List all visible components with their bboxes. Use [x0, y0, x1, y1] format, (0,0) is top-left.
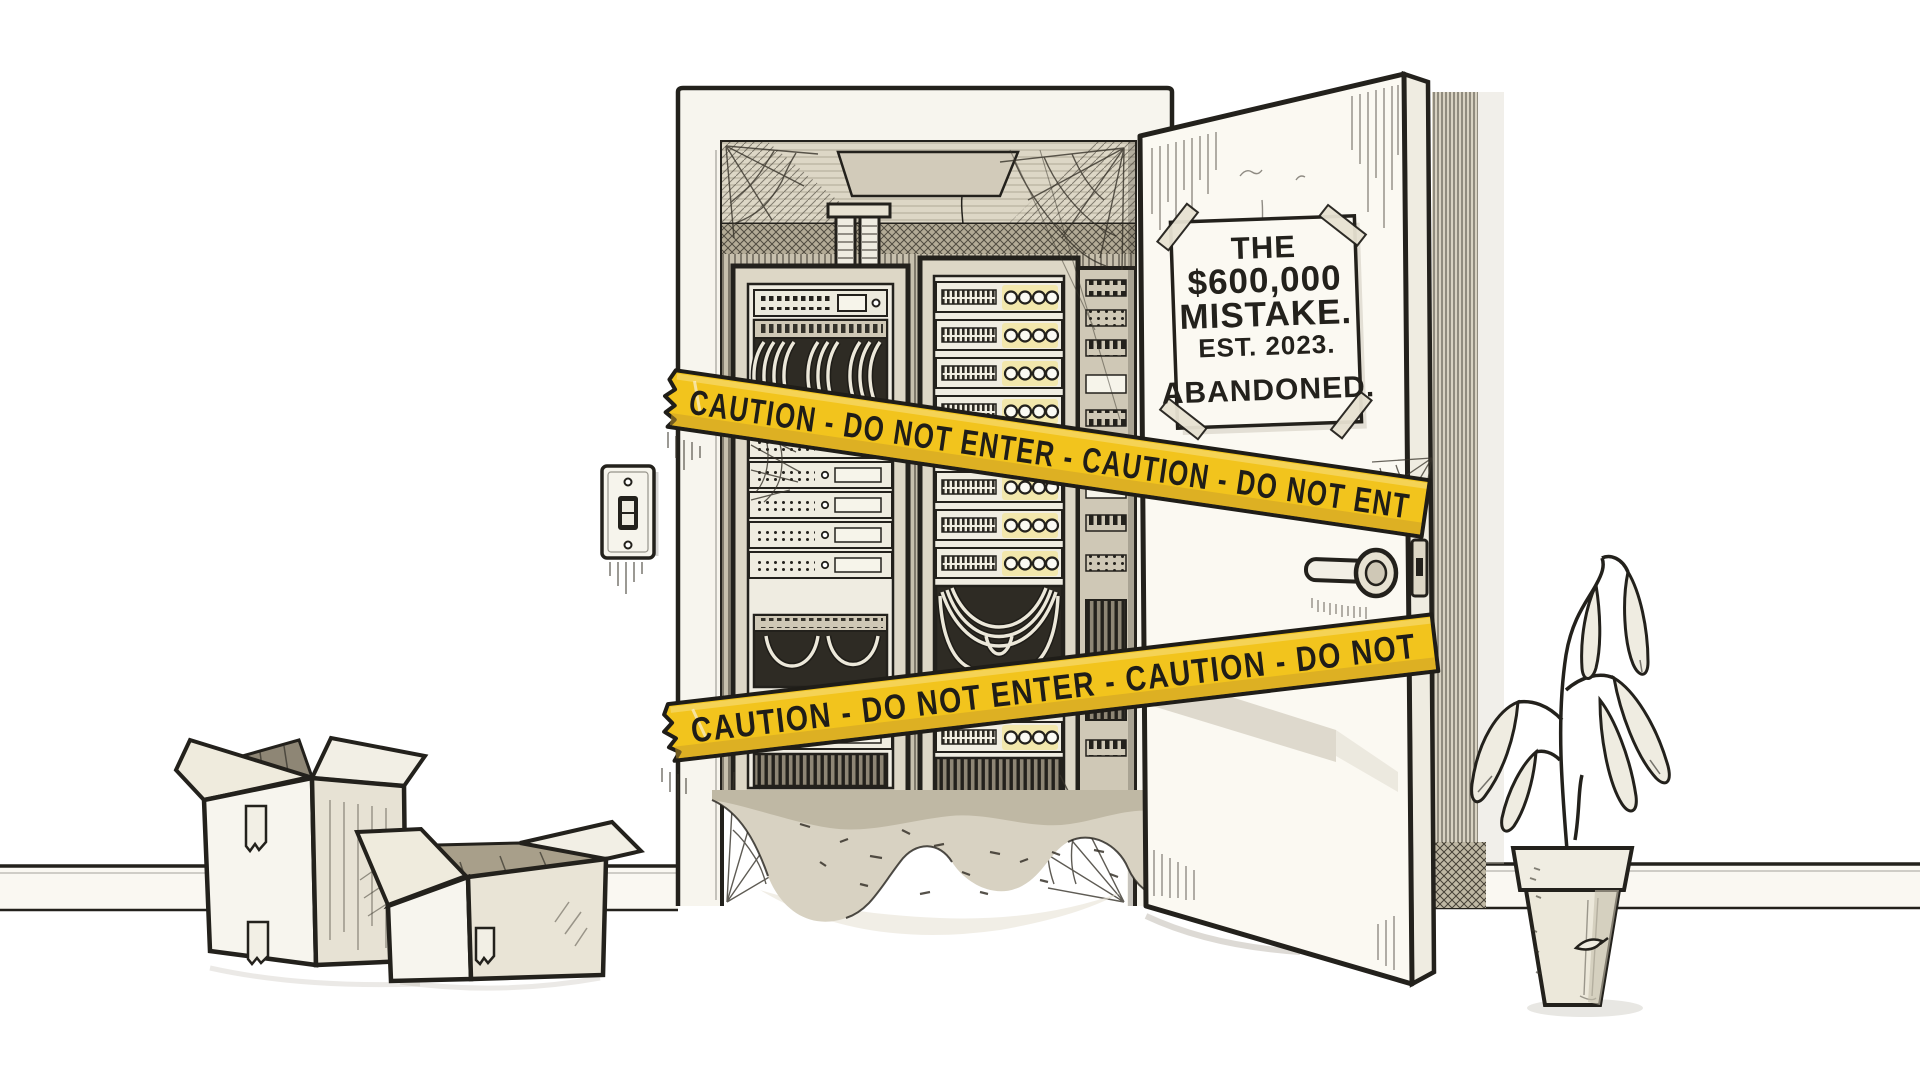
sign-corner-tape: [1155, 202, 1373, 441]
tape-ribbon: [663, 368, 1432, 539]
server-rack-edge: [1076, 266, 1135, 810]
baseboard-right: [1432, 862, 1920, 910]
conduit-pipes: [826, 202, 892, 275]
box-tape: [474, 926, 496, 966]
potted-plant: [1470, 554, 1671, 1017]
sign-line-5: ABANDONED.: [1161, 370, 1375, 410]
plant-leaves: [1470, 567, 1671, 833]
door-floor-shadow: [1144, 913, 1301, 955]
door-shadow: [1128, 142, 1135, 906]
sign-line-4: EST. 2023.: [1198, 329, 1336, 364]
sign-line-1: THE: [1230, 229, 1296, 266]
dust-pile: [711, 790, 1165, 935]
cobweb-top-right: [999, 147, 1125, 421]
door-sign: THE $600,000 MISTAKE. EST. 2023. ABANDON…: [1155, 202, 1376, 441]
fallen-leaf: [1573, 937, 1609, 951]
light-switch: [600, 464, 659, 594]
sign-line-3: MISTAKE.: [1179, 292, 1353, 337]
door-handle: [1303, 538, 1429, 619]
cardboard-box-small: [354, 819, 645, 991]
tape-ribbon: [662, 612, 1441, 763]
sign-line-2: $600,000: [1187, 258, 1342, 302]
sign-paper: [1168, 214, 1364, 430]
cobweb-top-left: [725, 145, 819, 239]
door-hatching: [1151, 85, 1399, 970]
pot-rim: [1510, 846, 1635, 892]
wall-shadow-behind-door: [1430, 92, 1504, 908]
box-tape: [244, 804, 268, 854]
cardboard-box-large: [173, 735, 429, 988]
box-tape: [246, 920, 270, 966]
